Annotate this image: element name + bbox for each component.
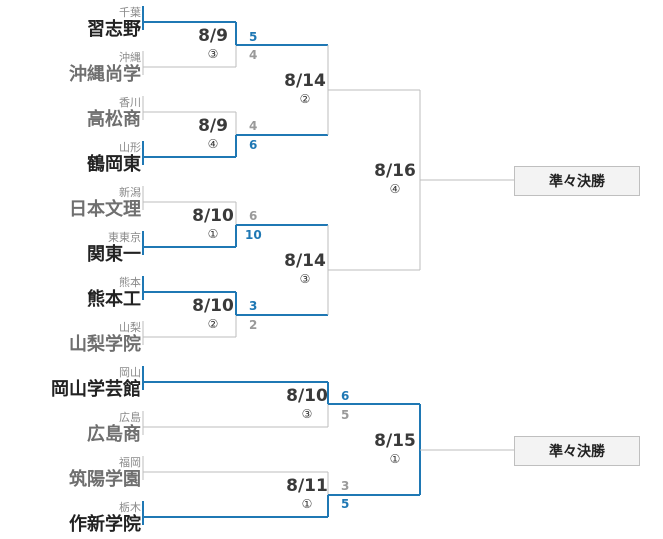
match-round: ① [207,227,219,241]
team-prefecture: 栃木 [119,501,141,514]
score-bottom: 5 [341,497,350,511]
team-slot: 広島 広島商 [87,411,141,446]
match-date: 8/15 [374,431,416,451]
team-name: 岡山学芸館 [51,379,141,400]
team-name: 山梨学院 [69,334,141,355]
score-bottom: 4 [249,48,258,62]
score-bottom: 2 [249,318,258,332]
team-name: 筑陽学園 [69,469,141,490]
match-round: ② [299,92,311,106]
team-slot: 山形 鶴岡東 [87,141,141,176]
match-date: 8/10 [286,386,328,406]
team-name: 熊本工 [87,289,141,310]
team-prefecture: 広島 [119,411,141,424]
team-slot: 香川 高松商 [87,96,141,131]
match-date: 8/14 [284,71,326,91]
score-top: 6 [249,209,258,223]
match-date: 8/9 [198,116,228,136]
team-name: 鶴岡東 [87,154,141,175]
team-slot: 千葉 習志野 [87,6,141,41]
score-bottom: 5 [341,408,350,422]
match-date: 8/10 [192,206,234,226]
team-name: 沖縄尚学 [69,64,141,85]
stage-label: 準々決勝 [514,166,640,196]
score-top: 3 [249,299,258,313]
team-slot: 新潟 日本文理 [69,186,141,221]
team-prefecture: 新潟 [119,186,141,199]
match-round: ④ [389,182,401,196]
team-prefecture: 東東京 [108,231,141,244]
match-date: 8/9 [198,26,228,46]
team-prefecture: 沖縄 [119,51,141,64]
team-slot: 岡山 岡山学芸館 [51,366,141,401]
match-date: 8/10 [192,296,234,316]
team-name: 習志野 [87,19,141,40]
team-prefecture: 熊本 [119,276,141,289]
match-round: ④ [207,137,219,151]
match-round: ② [207,317,219,331]
team-slot: 沖縄 沖縄尚学 [69,51,141,86]
score-top: 3 [341,479,350,493]
team-prefecture: 山形 [119,141,141,154]
team-name: 広島商 [87,424,141,445]
team-prefecture: 香川 [119,96,141,109]
team-slot: 山梨 山梨学院 [69,321,141,356]
team-slot: 福岡 筑陽学園 [69,456,141,491]
match-round: ① [389,452,401,466]
team-prefecture: 千葉 [119,6,141,19]
score-bottom: 6 [249,138,258,152]
match-date: 8/16 [374,161,416,181]
match-date: 8/14 [284,251,326,271]
match-round: ③ [301,407,313,421]
team-name: 作新学院 [69,514,141,535]
score-top: 6 [341,389,350,403]
score-top: 5 [249,30,258,44]
match-round: ① [301,497,313,511]
team-name: 高松商 [87,109,141,130]
stage-label: 準々決勝 [514,436,640,466]
match-round: ③ [299,272,311,286]
match-date: 8/11 [286,476,328,496]
team-prefecture: 福岡 [119,456,141,469]
team-slot: 熊本 熊本工 [87,276,141,311]
team-slot: 栃木 作新学院 [69,501,141,536]
team-slot: 東東京 関東一 [87,231,141,266]
team-prefecture: 山梨 [119,321,141,334]
team-prefecture: 岡山 [119,366,141,379]
team-name: 日本文理 [69,199,141,220]
score-bottom: 10 [245,228,262,242]
team-name: 関東一 [87,244,141,265]
match-round: ③ [207,47,219,61]
score-top: 4 [249,119,258,133]
